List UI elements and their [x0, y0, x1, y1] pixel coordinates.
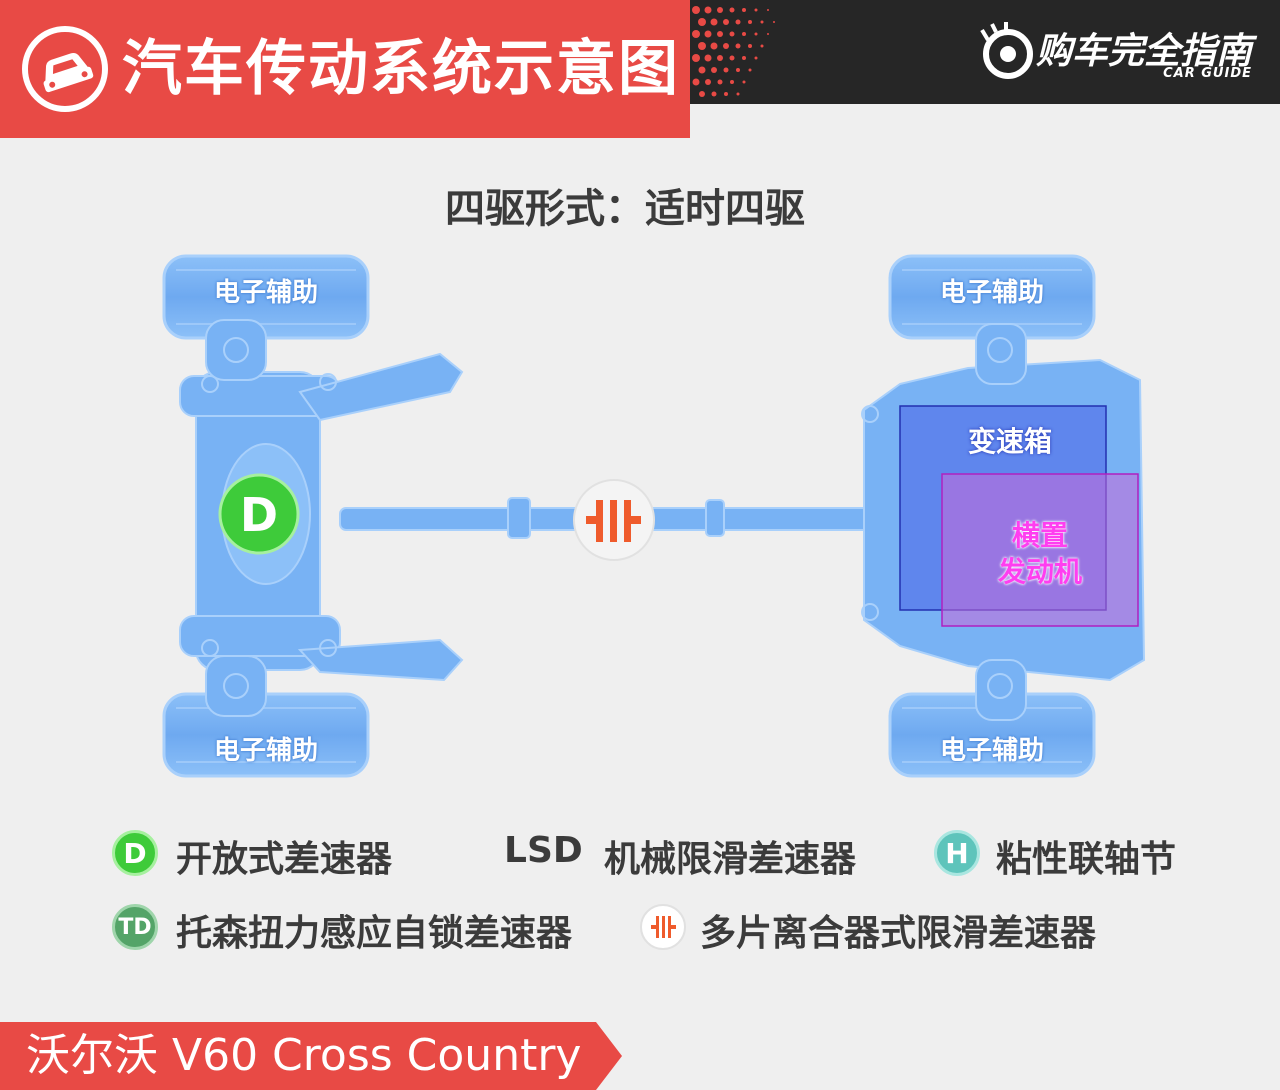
engine-label-line1: 横置 [1011, 519, 1068, 552]
car-guide-logo: 购车完全指南 CAR GUIDE [978, 20, 1258, 90]
logo-text: 购车完全指南 [1036, 31, 1253, 72]
car-model-name: 沃尔沃 V60 Cross Country [26, 1030, 582, 1081]
viscous-coupling-legend-icon: H [934, 830, 980, 876]
page-title: 汽车传动系统示意图 [122, 34, 680, 104]
tire-label-front-right: 电子辅助 [939, 736, 1044, 766]
drive-shaft [339, 497, 901, 539]
tire-label-front-left: 电子辅助 [939, 278, 1044, 308]
title-banner [0, 0, 690, 138]
multi-plate-clutch-icon [586, 500, 641, 542]
lsd-legend-icon: LSD [504, 830, 583, 871]
open-diff-legend-label: 开放式差速器 [176, 839, 393, 880]
halftone-decoration [692, 6, 775, 97]
torsen-legend-label: 托森扭力感应自锁差速器 [176, 913, 573, 954]
center-clutch-circle [573, 479, 655, 561]
logo-wheel-icon [980, 22, 1033, 79]
torsen-legend-icon: TD [112, 904, 158, 950]
tire-label-rear-right: 电子辅助 [213, 736, 318, 766]
rear-differential-letter: D [239, 488, 279, 542]
tire-label-rear-left: 电子辅助 [213, 278, 318, 308]
multi-plate-clutch-legend-icon [640, 904, 686, 950]
multi-plate-clutch-legend-label: 多片离合器式限滑差速器 [700, 913, 1097, 954]
logo-subtext: CAR GUIDE [1163, 66, 1252, 81]
car-crash-icon [22, 26, 108, 112]
drive-type-title: 四驱形式：适时四驱 [445, 186, 805, 232]
viscous-coupling-legend-label: 粘性联轴节 [996, 839, 1177, 880]
open-diff-legend-icon: D [112, 830, 158, 876]
lsd-legend-label: 机械限滑差速器 [604, 839, 857, 880]
footer-banner [0, 1022, 622, 1090]
engine-label-line2: 发动机 [997, 555, 1082, 588]
gearbox-label: 变速箱 [967, 425, 1052, 458]
